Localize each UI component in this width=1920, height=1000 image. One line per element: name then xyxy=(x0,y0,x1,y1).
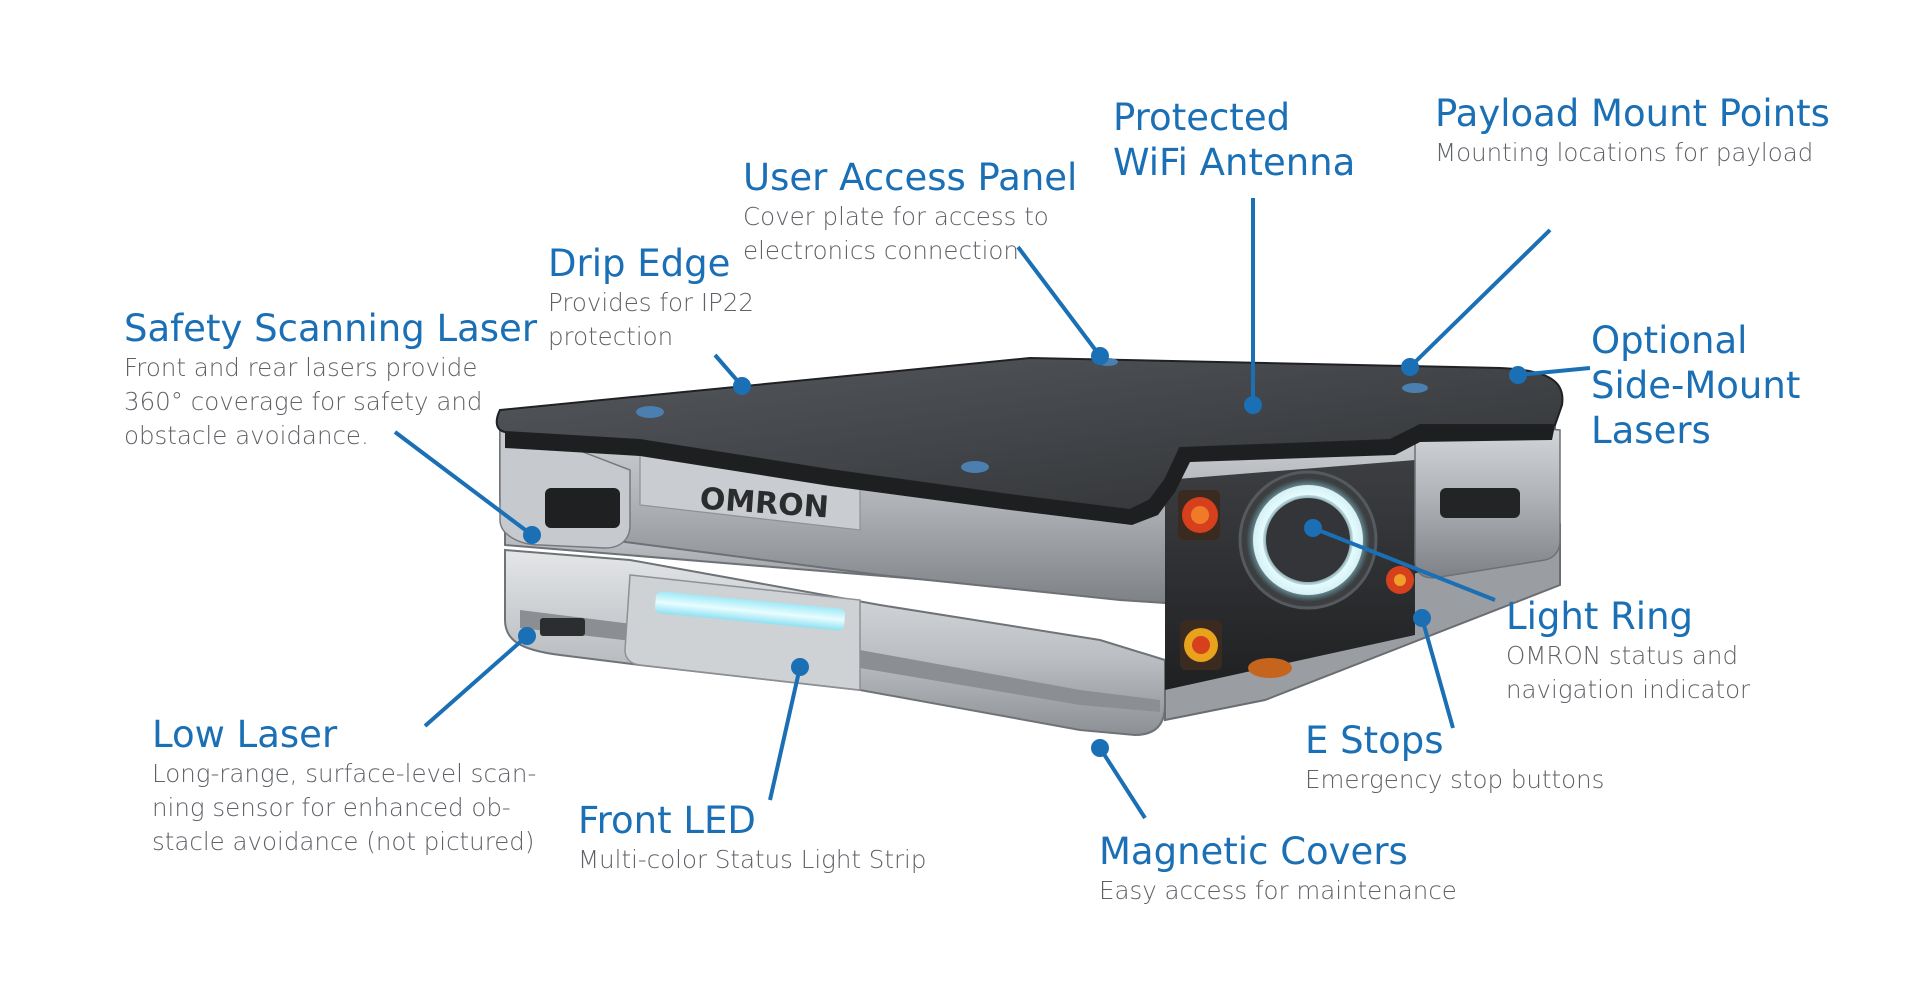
callout-title: WiFi Antenna xyxy=(1113,141,1356,184)
callout-desc-line: electronics connection xyxy=(743,236,1019,265)
callout-desc-line: Front and rear lasers provide xyxy=(124,353,478,382)
callout-desc-line: Mounting locations for payload xyxy=(1435,138,1814,167)
leader-estops xyxy=(1413,609,1455,729)
safety-laser-window xyxy=(545,488,620,528)
callout-desc-line: Easy access for maintenance xyxy=(1099,876,1457,905)
estop-lower xyxy=(1180,620,1222,670)
light-ring-center xyxy=(1266,498,1350,582)
callout-drip-edge: Drip Edge Provides for IP22 protection xyxy=(548,241,754,354)
drive-wheel xyxy=(1248,658,1292,678)
light-ring xyxy=(1253,485,1363,595)
callout-e-stops: E Stops Emergency stop buttons xyxy=(1305,718,1604,797)
callout-title: Magnetic Covers xyxy=(1099,830,1408,873)
top-plate-edge xyxy=(505,425,1555,525)
callout-desc-line: Multi-color Status Light Strip xyxy=(578,845,927,874)
callout-title: Safety Scanning Laser xyxy=(124,307,538,350)
leader-payload xyxy=(1401,228,1552,376)
callout-desc-line: 360° coverage for safety and xyxy=(124,387,483,416)
callout-title: User Access Panel xyxy=(743,156,1078,199)
front-led-strip xyxy=(654,591,846,631)
leader-side-lasers xyxy=(1509,366,1591,384)
leader-safety-laser xyxy=(393,430,541,544)
callout-desc-line: stacle avoidance (not pictured) xyxy=(152,827,535,856)
callout-desc-line: protection xyxy=(548,322,674,351)
callout-side-mount-lasers: Optional Side-Mount Lasers xyxy=(1591,318,1800,453)
callout-desc-line: navigation indicator xyxy=(1506,675,1751,704)
side-laser-window xyxy=(1440,488,1520,518)
leader-magnetic xyxy=(1091,739,1147,820)
callout-title: Protected xyxy=(1113,96,1291,139)
leader-drip-edge xyxy=(713,353,751,395)
callout-title: E Stops xyxy=(1305,719,1444,762)
callout-desc-line: Cover plate for access to xyxy=(743,202,1049,231)
callout-desc-line: Emergency stop buttons xyxy=(1305,765,1605,794)
callout-magnetic-covers: Magnetic Covers Easy access for maintena… xyxy=(1099,829,1457,908)
callout-title: Front LED xyxy=(578,799,756,842)
mount-point-3 xyxy=(1402,383,1428,393)
callout-desc-line: OMRON status and xyxy=(1506,641,1739,670)
leader-user-access xyxy=(1016,245,1109,365)
mount-point-1 xyxy=(636,406,664,418)
leader-wifi xyxy=(1244,198,1262,414)
callout-user-access-panel: User Access Panel Cover plate for access… xyxy=(743,155,1077,268)
callout-title: Side-Mount xyxy=(1591,364,1801,407)
callout-front-led: Front LED Multi-color Status Light Strip xyxy=(578,798,926,877)
callout-wifi-antenna: Protected WiFi Antenna xyxy=(1113,95,1355,185)
callout-title: Drip Edge xyxy=(548,242,731,285)
callout-safety-scanning-laser: Safety Scanning Laser Front and rear las… xyxy=(124,306,537,453)
callout-desc-line: obstacle avoidance. xyxy=(124,421,369,450)
callout-light-ring: Light Ring OMRON status and navigation i… xyxy=(1506,594,1750,707)
robot-illustration: OMRON xyxy=(495,356,1564,737)
leader-lines xyxy=(393,198,1591,820)
callout-low-laser: Low Laser Long-range, surface-level scan… xyxy=(152,712,536,859)
mount-point-2 xyxy=(961,461,989,473)
callout-desc-line: Long-range, surface-level scan- xyxy=(152,759,537,788)
callout-desc-line: Provides for IP22 xyxy=(548,288,755,317)
leader-light-ring xyxy=(1304,519,1496,602)
leader-low-laser xyxy=(423,627,536,728)
callout-title: Light Ring xyxy=(1506,595,1694,638)
callout-title: Optional xyxy=(1591,319,1748,362)
leader-front-led xyxy=(768,658,809,801)
estop-upper xyxy=(1178,490,1220,540)
callout-title: Lasers xyxy=(1591,409,1711,452)
estop-side xyxy=(1386,566,1414,594)
callout-title: Low Laser xyxy=(152,713,338,756)
callout-desc-line: ning sensor for enhanced ob- xyxy=(152,793,511,822)
callout-payload-mount-points: Payload Mount Points Mounting locations … xyxy=(1435,91,1830,170)
low-laser-sensor xyxy=(540,618,585,636)
callout-title: Payload Mount Points xyxy=(1435,92,1830,135)
